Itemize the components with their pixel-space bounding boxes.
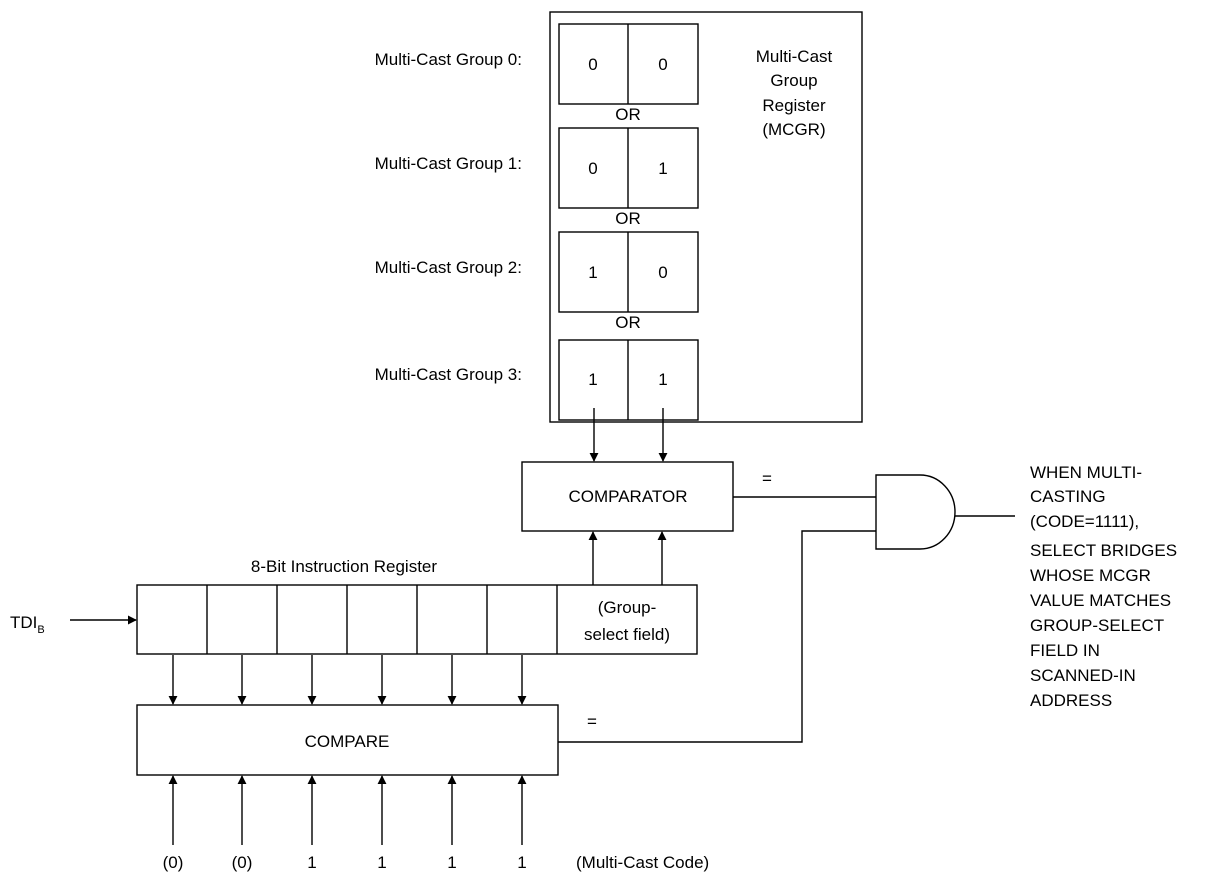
group-3-label: Multi-Cast Group 3: [375,365,522,384]
group-select-field-line-2: select field) [584,625,670,644]
group-select-field-line-1: (Group- [598,598,657,617]
mcgr-title-line-1: Multi-Cast [756,47,833,66]
compare-output-line [558,530,876,743]
output-note-line-4: SELECT BRIDGES [1030,541,1177,560]
and-gate [875,474,956,550]
code-bit-1: (0) [232,853,253,872]
output-note-line-8: FIELD IN [1030,641,1100,660]
mcgr-title-line-3: Register [762,96,826,115]
output-note-line-6: VALUE MATCHES [1030,591,1171,610]
code-bit-5: 1 [517,853,526,872]
code-bit-2: 1 [307,853,316,872]
output-note-line-2: CASTING [1030,487,1106,506]
group-3-bit-0: 1 [588,370,597,389]
comparator-label: COMPARATOR [568,487,687,506]
or-label-3: OR [615,313,641,332]
tdi-label: TDIB [10,613,45,636]
code-bit-0: (0) [163,853,184,872]
code-bit-4: 1 [447,853,456,872]
comparator-box [521,461,734,532]
code-bit-3: 1 [377,853,386,872]
compare-label: COMPARE [305,732,390,751]
group-1-label: Multi-Cast Group 1: [375,154,522,173]
or-label-1: OR [615,105,641,124]
group-0-bit-0: 0 [588,55,597,74]
group-2-bit-0: 1 [588,263,597,282]
compare-equals: = [587,712,597,731]
or-label-2: OR [615,209,641,228]
instruction-register-label: 8-Bit Instruction Register [251,557,437,576]
group-0-bit-1: 0 [658,55,667,74]
comparator-equals: = [762,469,772,488]
multicast-code-label: (Multi-Cast Code) [576,853,709,872]
group-2-label: Multi-Cast Group 2: [375,258,522,277]
group-0-label: Multi-Cast Group 0: [375,50,522,69]
group-1-bit-0: 0 [588,159,597,178]
group-1-bit-1: 1 [658,159,667,178]
mcgr-title-line-4: (MCGR) [762,120,825,139]
output-note-line-5: WHOSE MCGR [1030,566,1151,585]
group-3-bit-1: 1 [658,370,667,389]
output-note-line-10: ADDRESS [1030,691,1112,710]
output-note-line-3: (CODE=1111), [1030,512,1139,531]
compare-box [136,704,559,776]
output-note-line-7: GROUP-SELECT [1030,616,1164,635]
output-note-line-9: SCANNED-IN [1030,666,1136,685]
mcgr-title-line-2: Group [770,71,817,90]
output-note-line-1: WHEN MULTI- [1030,463,1142,482]
group-2-bit-1: 0 [658,263,667,282]
